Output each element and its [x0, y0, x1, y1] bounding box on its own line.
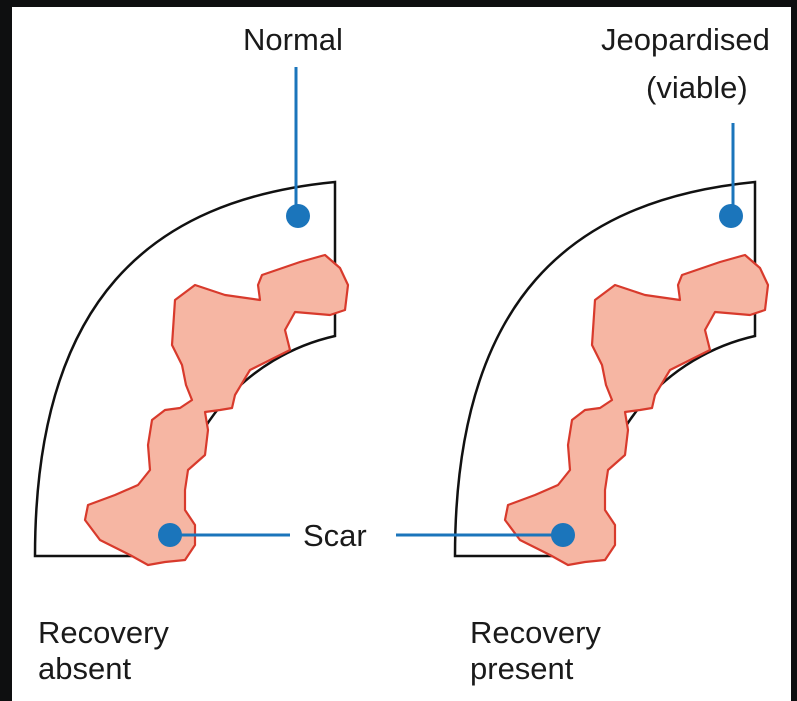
normal-marker-dot: [286, 204, 310, 228]
segment-recovery-absent: [35, 67, 348, 565]
scar-marker-dot-right: [551, 523, 575, 547]
label-recovery-present-1: Recovery: [470, 615, 601, 650]
jeopardised-marker-dot: [719, 204, 743, 228]
label-recovery-present-2: present: [470, 651, 574, 686]
segment-recovery-present: [396, 123, 768, 565]
label-scar: Scar: [303, 518, 367, 553]
label-recovery-absent-1: Recovery: [38, 615, 169, 650]
label-viable: (viable): [646, 70, 748, 105]
label-jeopardised: Jeopardised: [601, 22, 770, 57]
label-normal: Normal: [243, 22, 343, 57]
label-recovery-absent-2: absent: [38, 651, 131, 686]
